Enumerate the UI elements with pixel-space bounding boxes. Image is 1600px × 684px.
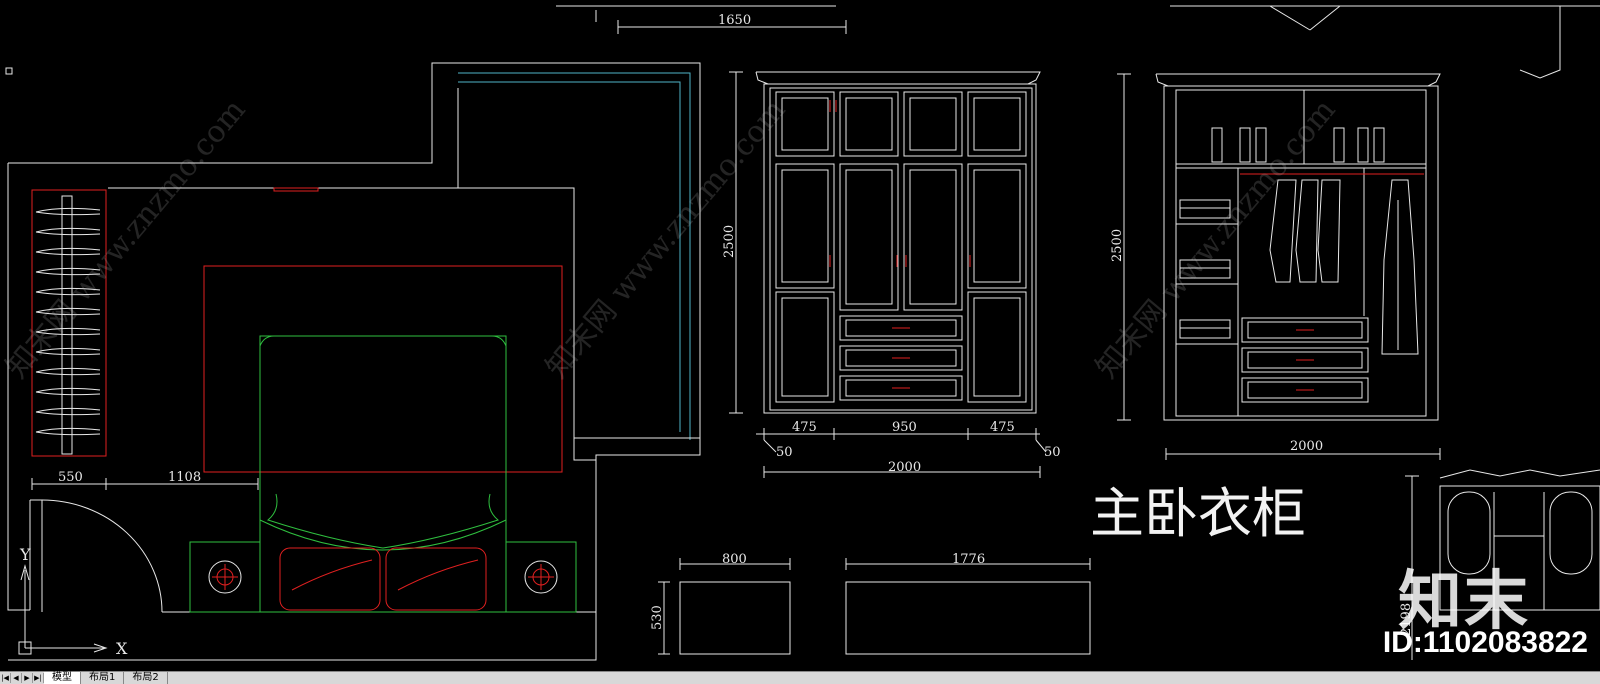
floor-plan — [5, 5, 1600, 661]
plan-hangers — [35, 207, 101, 436]
section-height-label: 2500 — [1110, 229, 1125, 262]
prev-tab-button[interactable]: ◀ — [11, 673, 22, 683]
hanger-mark — [35, 387, 101, 396]
wardrobe-section — [1117, 73, 1441, 460]
hanger-mark — [35, 247, 101, 256]
side-cabinet — [1405, 469, 1600, 660]
tab-layout2[interactable]: 布局2 — [124, 672, 168, 684]
first-tab-button[interactable]: |◀ — [0, 673, 11, 683]
hanger-mark — [35, 367, 101, 376]
side-height-label: 2198 — [1399, 603, 1414, 636]
hanger-mark — [35, 427, 101, 436]
dimension-labels: 1650 550 1108 2500 475 950 475 50 50 200… — [19, 13, 1414, 658]
tab-model[interactable]: 模型 — [44, 672, 81, 684]
front-side-right-label: 50 — [1044, 445, 1061, 460]
watermark-text: 知末网 www.znzmo.com — [539, 93, 792, 385]
bed — [259, 335, 507, 613]
section-total-label: 2000 — [1290, 439, 1323, 454]
box1-height-label: 530 — [650, 605, 665, 630]
hanger-mark — [35, 307, 101, 316]
dim-1650-label: 1650 — [718, 13, 751, 28]
front-side-left-label: 50 — [776, 445, 793, 460]
dim-550-label: 550 — [58, 470, 83, 485]
hanger-mark — [35, 287, 101, 296]
layout-tab-bar: |◀ ◀ ▶ ▶| 模型 布局1 布局2 — [0, 671, 1600, 684]
dim-1650 — [617, 20, 847, 34]
watermark-text: 知末网 www.znzmo.com — [0, 93, 253, 385]
front-right-label: 475 — [990, 420, 1015, 435]
axis-x-label: X — [116, 639, 128, 658]
pillows — [279, 547, 487, 611]
drawing-title: 主卧衣柜 — [1090, 482, 1306, 545]
front-left-label: 475 — [792, 420, 817, 435]
hanger-mark — [35, 407, 101, 416]
nightstands — [189, 541, 577, 613]
box1-width-label: 800 — [722, 552, 747, 567]
id-watermark: ID:1102083822 — [1382, 626, 1588, 659]
watermarks: 知末网 www.znzmo.com 知末网 www.znzmo.com 知末网 … — [0, 93, 1343, 385]
watermark-text: 知末网 www.znzmo.com — [1089, 93, 1342, 385]
hanger-mark — [35, 347, 101, 356]
hanger-mark — [35, 227, 101, 236]
next-tab-button[interactable]: ▶ — [22, 673, 33, 683]
logo-watermark: 知末 — [1398, 565, 1530, 639]
lamps — [208, 560, 558, 594]
front-mid-label: 950 — [892, 420, 917, 435]
hanger-mark — [35, 327, 101, 336]
front-total-label: 2000 — [888, 460, 921, 475]
box2-width-label: 1776 — [952, 552, 985, 567]
front-height-label: 2500 — [722, 225, 737, 258]
dim-1108-label: 1108 — [168, 470, 201, 485]
ucs-icon — [18, 564, 108, 655]
wardrobe-front-elevation — [729, 71, 1047, 478]
axis-y-label: Y — [19, 545, 31, 564]
hanger-mark — [35, 207, 101, 216]
hanger-mark — [35, 267, 101, 276]
bottom-boxes — [658, 558, 1091, 655]
tab-layout1[interactable]: 布局1 — [81, 672, 125, 684]
last-tab-button[interactable]: ▶| — [33, 673, 44, 683]
